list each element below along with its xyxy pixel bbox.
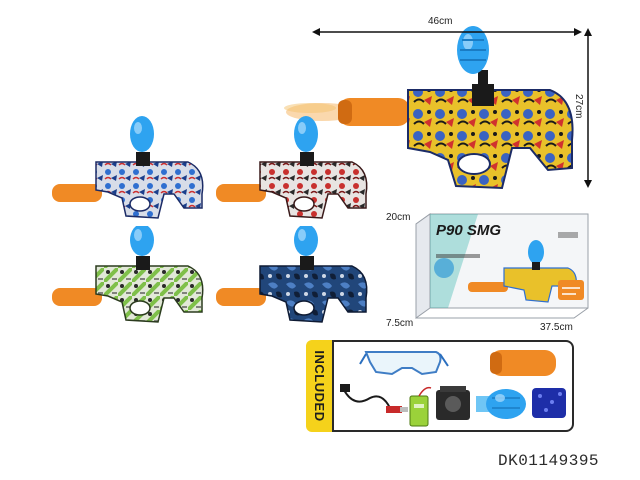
- included-label: INCLUDED: [312, 350, 328, 422]
- included-items: [340, 350, 566, 427]
- variant-blaster-red: [216, 116, 368, 219]
- width-dimension-arrow: [312, 28, 582, 36]
- box-width-label: 37.5cm: [540, 322, 573, 333]
- height-dimension-arrow: [584, 28, 592, 188]
- safety-goggles-image: [359, 351, 449, 376]
- product-box-image: [415, 213, 589, 319]
- hopper-adapter-image: [436, 386, 470, 420]
- box-depth-label: 7.5cm: [386, 318, 414, 329]
- product-sku: DK01149395: [498, 452, 600, 470]
- main-orange-muzzle: [338, 98, 410, 126]
- grenade-hopper-image: [476, 389, 526, 419]
- dimension-length-label: 46cm: [428, 16, 453, 27]
- main-blaster-image: [284, 26, 574, 190]
- orange-muzzle-image: [490, 350, 556, 376]
- main-blaster-body: [407, 89, 574, 190]
- usb-charging-cable-image: [340, 384, 408, 413]
- box-brand-text: P90 SMG: [436, 222, 502, 239]
- gel-ball-pack-image: [532, 388, 566, 418]
- box-height-label: 20cm: [386, 212, 411, 223]
- variant-blaster-blue: [52, 116, 204, 219]
- included-tab: [306, 340, 334, 432]
- dimension-height-label: 27cm: [573, 94, 584, 119]
- variant-blaster-navy: [216, 226, 368, 323]
- battery-pack-image: [409, 386, 432, 427]
- variant-blaster-green: [52, 226, 204, 323]
